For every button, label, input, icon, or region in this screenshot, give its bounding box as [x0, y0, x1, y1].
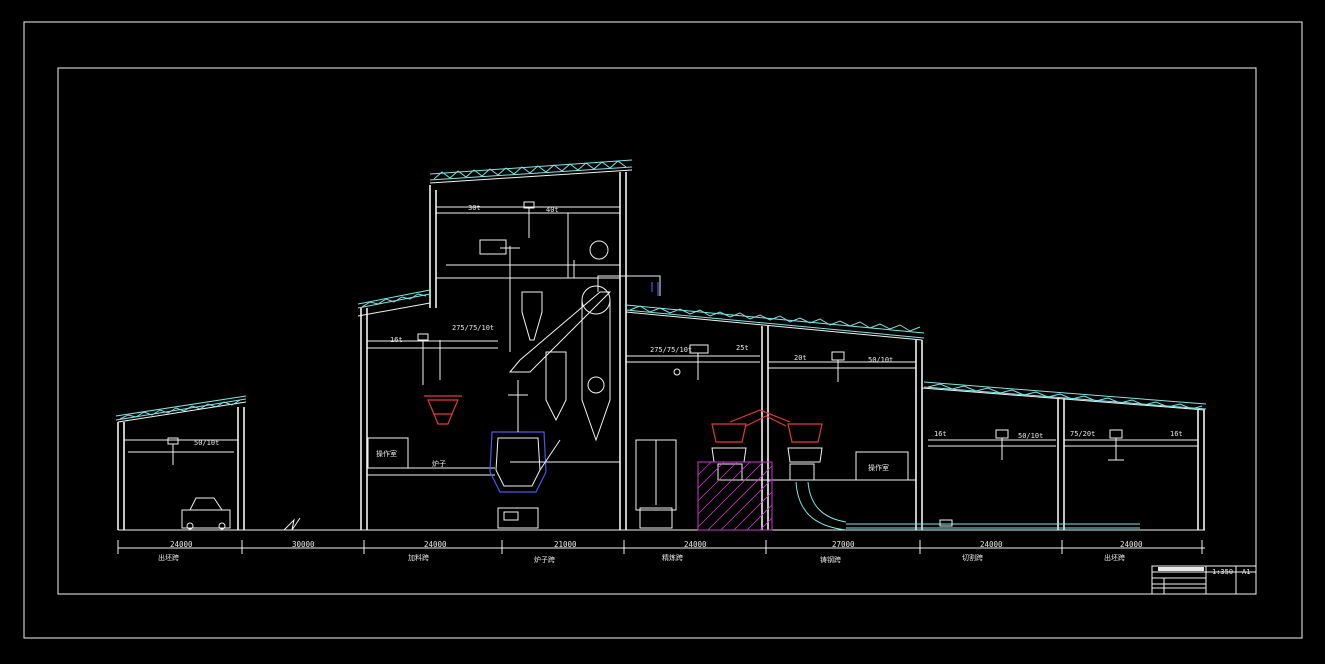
hatched-foundation: [697, 461, 773, 531]
crane-label-6: 50/10t: [1018, 432, 1043, 440]
bay-label-4: 精炼跨: [662, 553, 683, 562]
furnace-label: 炉子: [432, 459, 446, 468]
bay-label-7: 出坯跨: [1104, 553, 1125, 562]
crane-label-5: 50/10t: [868, 356, 893, 364]
crane-label-2: 275/75/10t: [452, 324, 494, 332]
operator-room-label-1: 操作室: [376, 449, 397, 458]
building-outlines: [117, 169, 1206, 530]
dim-5: 24000: [684, 540, 707, 549]
title-scale: 1:350: [1212, 568, 1233, 576]
dim-6: 27000: [832, 540, 855, 549]
operator-room-label-2: 操作室: [868, 463, 889, 472]
cranes: [167, 201, 1124, 465]
dim-3: 24000: [424, 540, 447, 549]
roof-trusses: [115, 159, 1207, 421]
crane-small-1: 16t: [390, 336, 403, 344]
break-symbol: [283, 517, 301, 531]
crane-label-7: 75/20t: [1070, 430, 1095, 438]
crane-small-6: 16t: [1170, 430, 1183, 438]
dim-4: 21000: [554, 540, 577, 549]
dim-1: 24000: [170, 540, 193, 549]
crane-label-4: 275/75/10t: [650, 346, 692, 354]
title-block: [1151, 565, 1257, 595]
inner-frame: [57, 67, 1257, 595]
dim-7: 24000: [980, 540, 1003, 549]
dimension-line: [117, 540, 1205, 554]
dim-8: 24000: [1120, 540, 1143, 549]
bay-label-1: 出坯跨: [158, 553, 179, 562]
crane-small-3: 25t: [736, 344, 749, 352]
outer-frame: [23, 21, 1303, 639]
bay-label-3: 炉子跨: [534, 555, 555, 564]
bay-label-2: 加料跨: [408, 553, 429, 562]
crane-small-4: 20t: [794, 354, 807, 362]
crane-label-1: 50/10t: [194, 439, 219, 447]
bay-label-6: 切割跨: [962, 553, 983, 562]
bay-label-5: 铸钢跨: [820, 555, 841, 564]
equipment: [181, 239, 1140, 531]
crane-label-3: 40t: [546, 206, 559, 214]
title-size: A1: [1242, 568, 1250, 576]
dim-2: 30000: [292, 540, 315, 549]
crane-small-5: 16t: [934, 430, 947, 438]
crane-small-2: 30t: [468, 204, 481, 212]
